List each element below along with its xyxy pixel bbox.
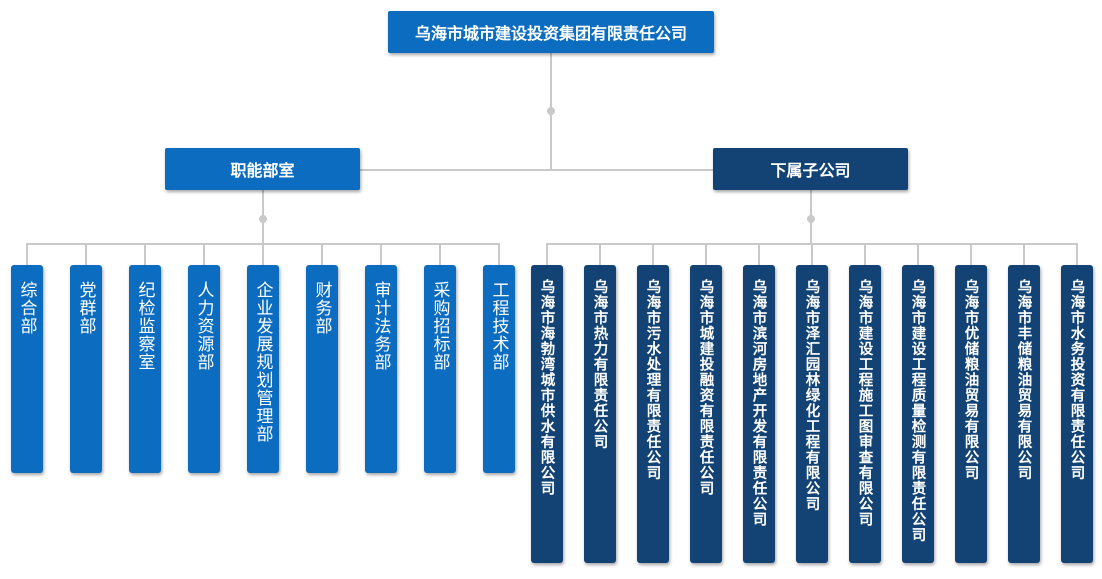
- subsidiary-node-label: 乌海市水务投资有限责任公司: [1068, 279, 1085, 481]
- subsidiary-node-label: 乌海市建设工程施工图审查有限公司: [856, 279, 873, 527]
- category-functional-depts: 职能部室: [165, 148, 360, 190]
- subsidiary-node: 乌海市建设工程施工图审查有限公司: [849, 265, 881, 563]
- subsidiary-node-label: 乌海市滨河房地产开发有限责任公司: [750, 279, 767, 527]
- subsidiary-node-label: 乌海市泽汇园林绿化工程有限公司: [803, 279, 820, 512]
- subsidiary-node-label: 乌海市城建投融资有限责任公司: [697, 279, 714, 496]
- drop-connector: [144, 243, 146, 265]
- department-node-label: 人力资源部: [193, 281, 214, 371]
- subsidiary-node: 乌海市海勃湾城市供水有限公司: [531, 265, 563, 563]
- category-subsidiaries: 下属子公司: [713, 148, 908, 190]
- subsidiary-node: 乌海市建设工程质量检测有限责任公司: [902, 265, 934, 563]
- subsidiary-node-label: 乌海市丰储粮油贸易有限公司: [1015, 279, 1032, 481]
- drop-connector: [203, 243, 205, 265]
- department-node: 党群部: [70, 265, 102, 473]
- drop-connector: [917, 243, 919, 265]
- drop-connector: [705, 243, 707, 265]
- drop-connector: [439, 243, 441, 265]
- drop-connector: [26, 243, 28, 265]
- department-node-label: 工程技术部: [488, 281, 509, 371]
- subsidiary-node: 乌海市丰储粮油贸易有限公司: [1008, 265, 1040, 563]
- category-subsidiaries-label: 下属子公司: [770, 161, 851, 180]
- drop-connector: [864, 243, 866, 265]
- root-node-label: 乌海市城市建设投资集团有限责任公司: [414, 24, 687, 43]
- drop-connector: [380, 243, 382, 265]
- subsidiary-node: 乌海市城建投融资有限责任公司: [690, 265, 722, 563]
- subsidiary-node: 乌海市污水处理有限责任公司: [637, 265, 669, 563]
- department-node-label: 综合部: [16, 281, 37, 335]
- department-node-label: 党群部: [75, 281, 96, 335]
- drop-connector: [758, 243, 760, 265]
- subsidiary-node: 乌海市优储粮油贸易有限公司: [955, 265, 987, 563]
- subsidiary-node: 乌海市水务投资有限责任公司: [1061, 265, 1093, 563]
- department-node-label: 采购招标部: [429, 281, 450, 371]
- subsidiary-node: 乌海市热力有限责任公司: [584, 265, 616, 563]
- drop-connector: [498, 243, 500, 265]
- department-node: 财务部: [306, 265, 338, 473]
- drop-connector: [1076, 243, 1078, 265]
- department-node: 纪检监察室: [129, 265, 161, 473]
- subsidiary-node-label: 乌海市海勃湾城市供水有限公司: [538, 279, 555, 496]
- department-node: 审计法务部: [365, 265, 397, 473]
- comp-connector-dot: [807, 215, 815, 223]
- category-connector: [360, 169, 713, 171]
- subsidiary-node-label: 乌海市优储粮油贸易有限公司: [962, 279, 979, 481]
- drop-connector: [321, 243, 323, 265]
- drop-connector: [599, 243, 601, 265]
- subsidiary-node: 乌海市滨河房地产开发有限责任公司: [743, 265, 775, 563]
- root-node: 乌海市城市建设投资集团有限责任公司: [388, 11, 714, 53]
- department-node-label: 纪检监察室: [134, 281, 155, 371]
- department-node: 人力资源部: [188, 265, 220, 473]
- department-node: 综合部: [11, 265, 43, 473]
- subsidiary-node: 乌海市泽汇园林绿化工程有限公司: [796, 265, 828, 563]
- root-connector-dot: [547, 107, 555, 115]
- department-node-label: 审计法务部: [370, 281, 391, 371]
- department-node: 采购招标部: [424, 265, 456, 473]
- drop-connector: [546, 243, 548, 265]
- subsidiary-node-label: 乌海市污水处理有限责任公司: [644, 279, 661, 481]
- department-node-label: 企业发展规划管理部: [252, 281, 273, 443]
- department-node: 工程技术部: [483, 265, 515, 473]
- drop-connector: [811, 243, 813, 265]
- drop-connector: [652, 243, 654, 265]
- drop-connector: [970, 243, 972, 265]
- subsidiary-node-label: 乌海市建设工程质量检测有限责任公司: [909, 279, 926, 543]
- dept-connector-dot: [259, 215, 267, 223]
- drop-connector: [262, 243, 264, 265]
- subsidiary-node-label: 乌海市热力有限责任公司: [591, 279, 608, 450]
- category-functional-depts-label: 职能部室: [230, 161, 295, 180]
- drop-connector: [1023, 243, 1025, 265]
- department-node: 企业发展规划管理部: [247, 265, 279, 473]
- drop-connector: [85, 243, 87, 265]
- department-node-label: 财务部: [311, 281, 332, 335]
